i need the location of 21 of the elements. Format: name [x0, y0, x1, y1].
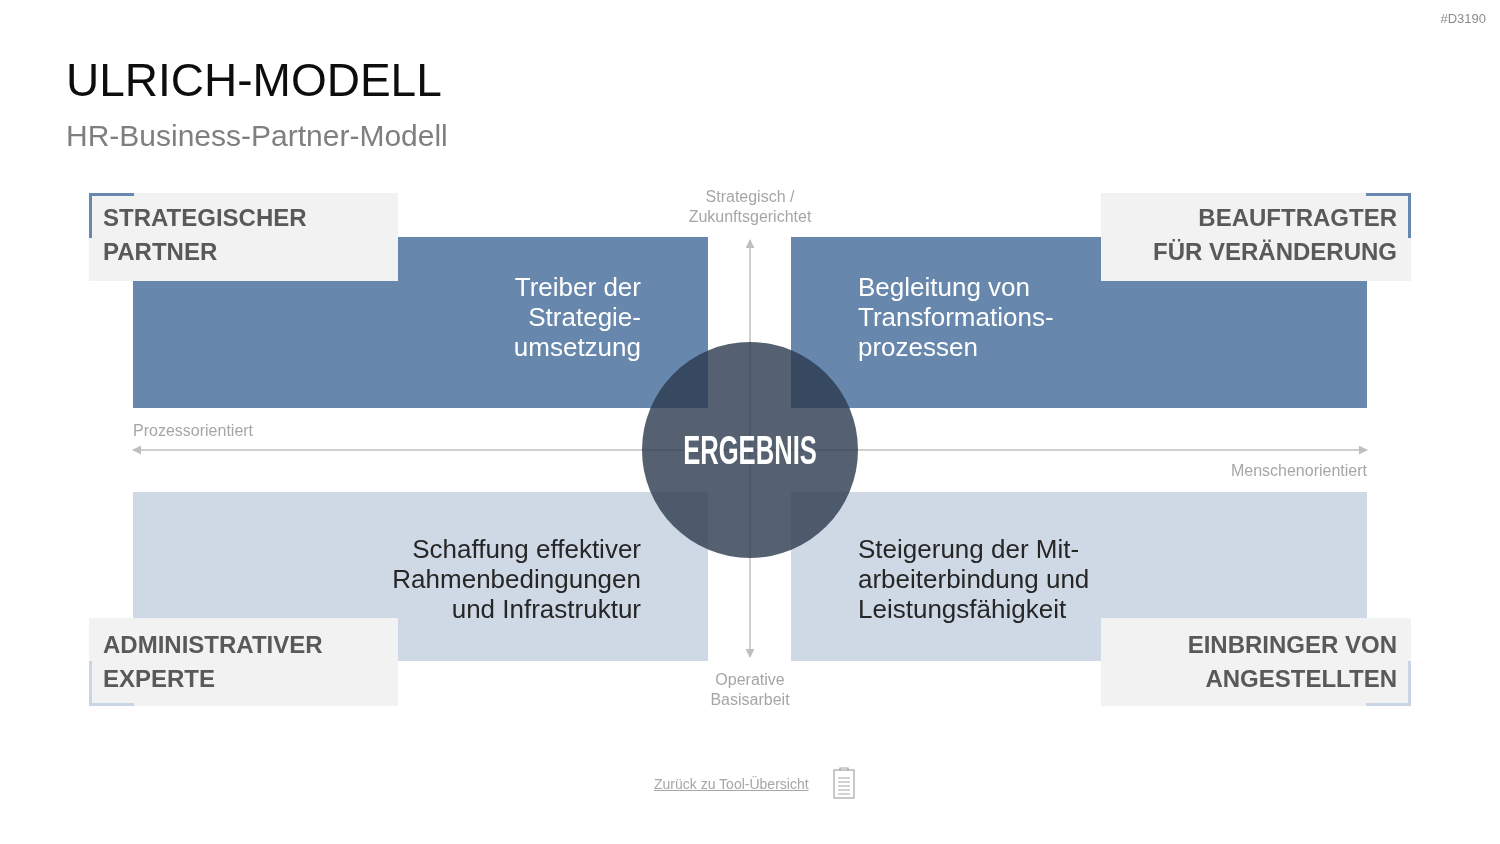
- quadrant-text: Begleitung von Transformations- prozessen: [858, 272, 1055, 362]
- role-tab: [1101, 618, 1411, 706]
- role-tab: [1101, 193, 1411, 281]
- role-title: BEAUFTRAGTER FÜR VERÄNDERUNG: [1152, 203, 1397, 267]
- subtitle: HR-Business-Partner-Modell: [66, 118, 448, 154]
- slide-code: #D3190: [1440, 11, 1486, 27]
- axis-label: Menschenorientiert: [1230, 461, 1367, 481]
- quadrant-text: Treiber der Strategie- umsetzung: [512, 272, 641, 362]
- role-title: STRATEGISCHER PARTNER: [103, 203, 308, 267]
- page-title: ULRICH-MODELL: [66, 53, 442, 108]
- result-text: ERGEBNIS: [683, 428, 817, 472]
- axis-label: Operative Basisarbeit: [709, 670, 791, 710]
- quadrant-text: Steigerung der Mit- arbeiterbindung und Leistungsfähigkeit: [858, 534, 1091, 624]
- role-title: EINBRINGER VON ANGESTELLTEN: [1186, 630, 1397, 694]
- role-tab: [89, 618, 398, 706]
- back-link: Zurück zu Tool-Übersicht: [654, 775, 809, 793]
- quadrant-text: Schaffung effektiver Rahmenbedingungen und Infrastruktur: [391, 534, 641, 624]
- axis-label: Prozessorientiert: [133, 421, 254, 441]
- role-tab: [89, 193, 398, 281]
- role-title: ADMINISTRATIVER EXPERTE: [103, 630, 324, 694]
- axis-label: Strategisch / Zukunftsgerichtet: [687, 187, 813, 227]
